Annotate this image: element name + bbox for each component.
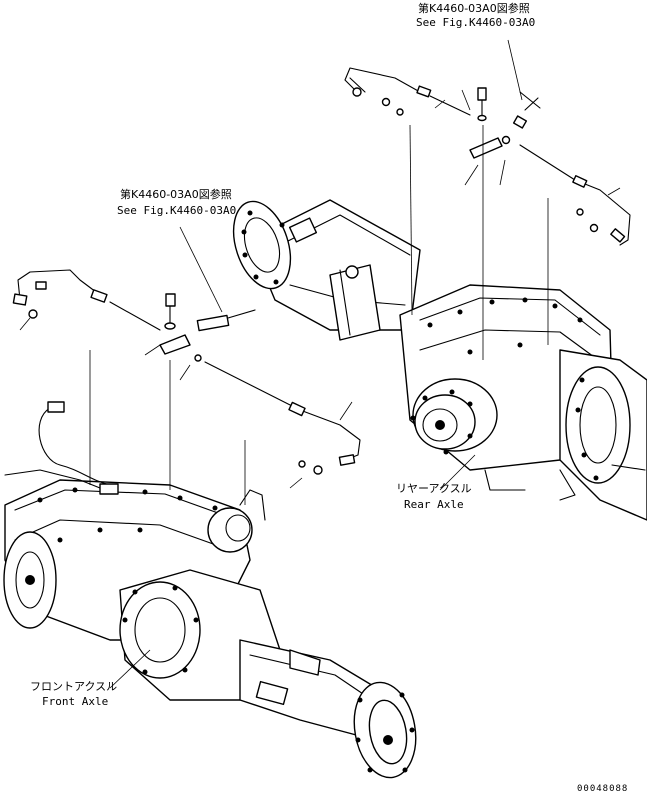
front-axle [3,401,417,779]
front-brake-lines [12,226,361,505]
front-axle-label: フロントアクスル Front Axle [30,680,117,708]
mid-ref-en: See Fig.K4460-03A0 [117,204,236,217]
top-ref-jp: 第K4460-03A0図参照 [418,1,530,15]
front-axle-pointer [109,649,151,689]
rear-brake-lines [344,39,631,360]
rear-axle-pointer [439,454,476,491]
mid-reference-note: 第K4460-03A0図参照 See Fig.K4460-03A0 [117,187,236,217]
front-axle-en: Front Axle [42,695,108,708]
top-reference-note: 第K4460-03A0図参照 See Fig.K4460-03A0 [416,1,535,29]
top-ref-en: See Fig.K4460-03A0 [416,16,535,29]
rear-axle-jp: リヤーアクスル [396,482,472,495]
rear-axle [232,199,647,521]
rear-axle-en: Rear Axle [404,498,464,511]
mid-ref-jp: 第K4460-03A0図参照 [120,187,232,201]
drawing-id: 00048088 [577,784,628,794]
front-axle-jp: フロントアクスル [30,680,117,693]
rear-axle-label: リヤーアクスル Rear Axle [396,482,472,511]
